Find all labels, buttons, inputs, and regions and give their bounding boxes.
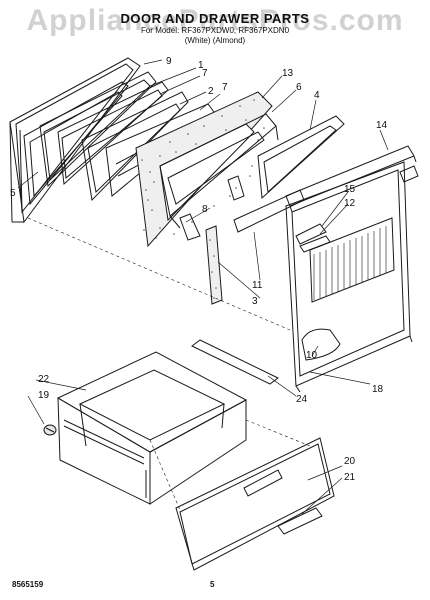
callout-7b: 7	[222, 82, 228, 93]
callout-labels: 9 1 7 2 7 13 6 4 5 14 15 12 8 11 3 10 18…	[10, 56, 388, 483]
callout-6: 6	[296, 82, 302, 93]
callout-18: 18	[372, 384, 384, 395]
drawer-rail	[191, 339, 279, 385]
callout-13: 13	[282, 68, 294, 79]
watermark: AppliancePartsPros.com	[26, 4, 404, 37]
diagram-title: DOOR AND DRAWER PARTS	[120, 11, 310, 26]
door-spacer-strips	[179, 175, 245, 305]
model-numbers: For Model: RF367PXDW0, RF367PXDN0	[140, 26, 290, 35]
outer-window-glass	[257, 115, 345, 200]
callout-5: 5	[10, 188, 16, 199]
callout-15: 15	[344, 184, 356, 195]
door-insulation	[135, 91, 273, 248]
callout-9: 9	[166, 56, 172, 67]
glass-pack	[81, 91, 189, 202]
callout-14: 14	[376, 120, 388, 131]
callout-11: 11	[252, 280, 263, 291]
door-handle	[285, 145, 419, 213]
alignment-lines	[27, 217, 311, 511]
callout-1: 1	[198, 60, 204, 71]
inner-door-frame	[9, 57, 141, 224]
outer-door-panel	[285, 161, 413, 393]
callout-12: 12	[344, 198, 356, 209]
drawer-screw	[43, 424, 57, 436]
drawer-body	[56, 351, 248, 505]
callout-19: 19	[38, 390, 50, 401]
callout-7a: 7	[202, 68, 208, 79]
callout-4: 4	[314, 90, 320, 101]
callout-20: 20	[344, 456, 356, 467]
footer-page-number: 5	[210, 580, 215, 589]
callout-10: 10	[306, 350, 318, 361]
footer-part-code: 8565159	[12, 580, 44, 589]
callout-3: 3	[252, 296, 258, 307]
callout-22: 22	[38, 374, 50, 385]
callout-24: 24	[296, 394, 308, 405]
callout-8: 8	[202, 204, 208, 215]
callout-21: 21	[344, 472, 356, 483]
callout-leaders	[17, 59, 389, 515]
door-glass-2	[57, 81, 169, 186]
drawer-front-panel	[175, 437, 335, 571]
model-colors: (White) (Almond)	[184, 36, 246, 45]
handle-brackets	[295, 223, 331, 253]
callout-2: 2	[208, 86, 214, 97]
door-liner	[159, 113, 279, 229]
